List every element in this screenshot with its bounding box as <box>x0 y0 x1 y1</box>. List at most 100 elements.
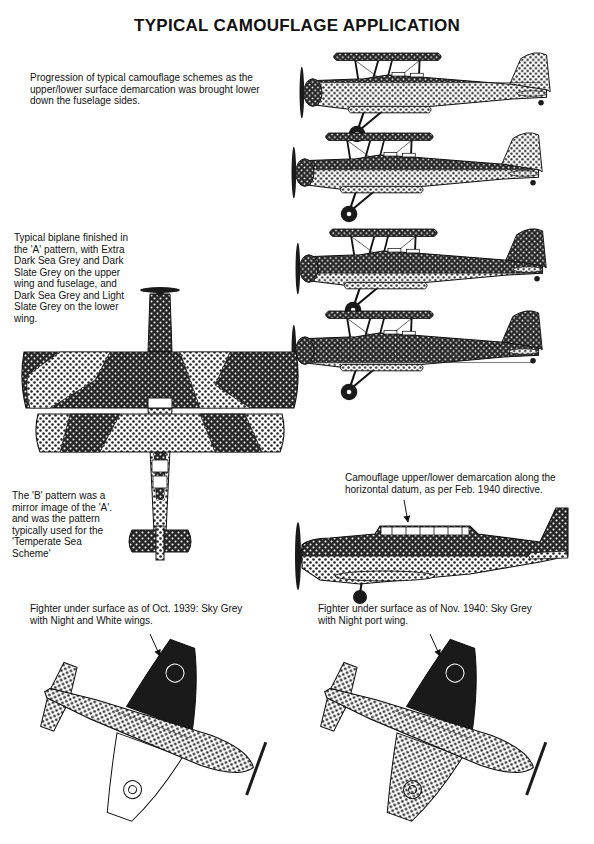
pattern-patch <box>60 414 120 452</box>
forward-fuselage <box>148 294 172 352</box>
canopy-frame <box>448 527 449 535</box>
tail-wheel <box>534 276 540 282</box>
roundel <box>401 778 424 801</box>
monoplane-side-view <box>295 500 568 604</box>
strut <box>388 60 392 75</box>
note-label: Typical biplane finished in the 'A' patt… <box>14 232 134 324</box>
fuselage-lower <box>301 155 538 190</box>
rudder <box>156 526 164 560</box>
biplane-side-view <box>292 133 543 222</box>
wheel <box>341 206 358 223</box>
fighter-underside <box>293 605 567 844</box>
roundel <box>407 785 417 795</box>
cockpit <box>388 248 401 252</box>
fuselage <box>39 677 259 783</box>
spinner <box>298 548 302 564</box>
fuselage-lower <box>309 75 546 110</box>
canopy-frame <box>392 527 393 535</box>
fuselage-outline <box>305 251 542 286</box>
tailplane <box>517 91 546 97</box>
roundel <box>127 785 137 795</box>
strut <box>380 318 384 333</box>
pattern-patch <box>200 414 262 452</box>
tailplane <box>509 171 538 177</box>
cockpit <box>410 73 423 77</box>
wheel-hub <box>347 212 352 217</box>
cockpit <box>402 331 415 335</box>
biplane-side-view <box>292 311 543 400</box>
cockpit <box>392 72 405 76</box>
lower-wing <box>344 282 427 288</box>
tail-wheel <box>538 100 544 106</box>
fuselage-upper <box>309 75 546 82</box>
engine-cowling <box>304 79 322 107</box>
lower-wing <box>36 414 284 452</box>
propeller <box>300 67 305 119</box>
fighter-underside <box>13 605 287 844</box>
cockpit <box>384 152 397 156</box>
note-label: Fighter under surface as of Oct. 1939: S… <box>30 603 245 626</box>
upper-wing <box>334 53 442 60</box>
pattern-patch <box>180 352 250 408</box>
upper-wing <box>330 229 438 236</box>
engine-cowling <box>296 159 314 187</box>
cockpit <box>402 153 415 157</box>
canopy-frame <box>406 527 407 535</box>
canopy-frame <box>462 527 463 535</box>
canopy-frame <box>434 527 435 535</box>
demarcation-line <box>314 273 537 274</box>
propeller <box>296 243 301 295</box>
tailplane <box>513 267 542 273</box>
spinner <box>156 288 164 296</box>
cockpit <box>406 249 419 253</box>
leader-arrow <box>150 634 160 656</box>
fuselage-outline <box>301 333 538 368</box>
panel-line <box>114 711 189 738</box>
canopy <box>381 527 469 535</box>
panel-line <box>394 711 469 738</box>
tail-wheel <box>530 180 536 186</box>
fuselage-upper <box>301 155 538 170</box>
title: TYPICAL CAMOUFLAGE APPLICATION <box>0 16 594 36</box>
leader-arrow <box>430 634 440 656</box>
roundel <box>443 662 466 685</box>
pattern-patch <box>27 352 110 408</box>
fuselage-lower <box>301 333 538 368</box>
strut <box>384 236 388 251</box>
strut <box>380 140 384 155</box>
demarcation-line <box>318 82 541 83</box>
demarcation-line <box>304 556 566 557</box>
note-label: The 'B' pattern was a mirror image of th… <box>12 490 120 559</box>
fuselage-upper <box>302 508 568 556</box>
biplane-side-view <box>296 229 547 318</box>
propeller <box>292 147 297 199</box>
upper-wing <box>22 352 298 408</box>
lower-wing <box>340 364 423 370</box>
fuselage-outline <box>301 155 538 190</box>
roundel <box>163 662 186 685</box>
fuselage-lower <box>302 508 568 584</box>
wheel <box>341 384 358 401</box>
note-label: Camouflage upper/lower demarcation along… <box>345 472 563 495</box>
propeller <box>247 742 266 795</box>
upper-wing <box>326 133 434 140</box>
tailplane <box>528 551 568 559</box>
fuselage-upper <box>305 251 542 273</box>
cockpit <box>384 330 397 334</box>
note-label: Progression of typical camouflage scheme… <box>30 72 282 107</box>
cockpit <box>152 460 168 472</box>
cockpit <box>153 476 167 488</box>
fuselage-outline <box>309 75 546 110</box>
propeller <box>527 742 546 795</box>
tailplane <box>509 349 538 355</box>
wheel-hub <box>347 390 352 395</box>
biplane-side-view <box>300 53 551 142</box>
wheel <box>353 590 367 604</box>
lower-wing <box>348 106 431 112</box>
fuselage <box>319 677 539 783</box>
engine-cowling <box>300 255 318 283</box>
lower-wing <box>340 186 423 192</box>
canopy-frame <box>420 527 421 535</box>
